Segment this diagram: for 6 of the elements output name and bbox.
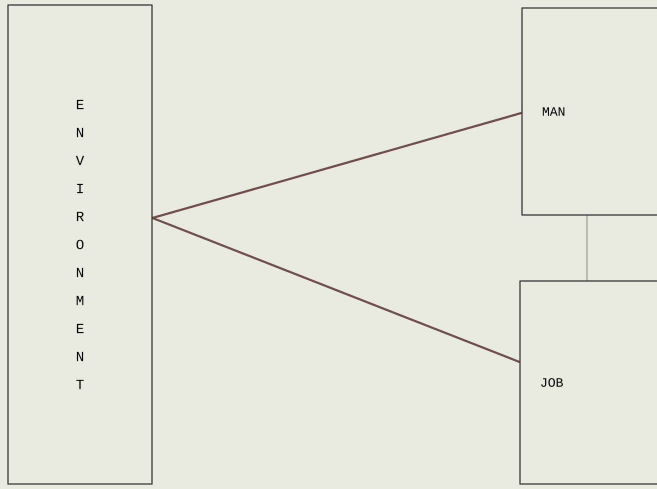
connector-line: [152, 112, 522, 220]
connector-line: [586, 215, 588, 281]
man-box: MAN: [522, 8, 657, 216]
job-box: JOB: [520, 280, 657, 484]
environment-box: ENVIRONMENT: [8, 4, 152, 484]
connector-line: [152, 216, 520, 364]
